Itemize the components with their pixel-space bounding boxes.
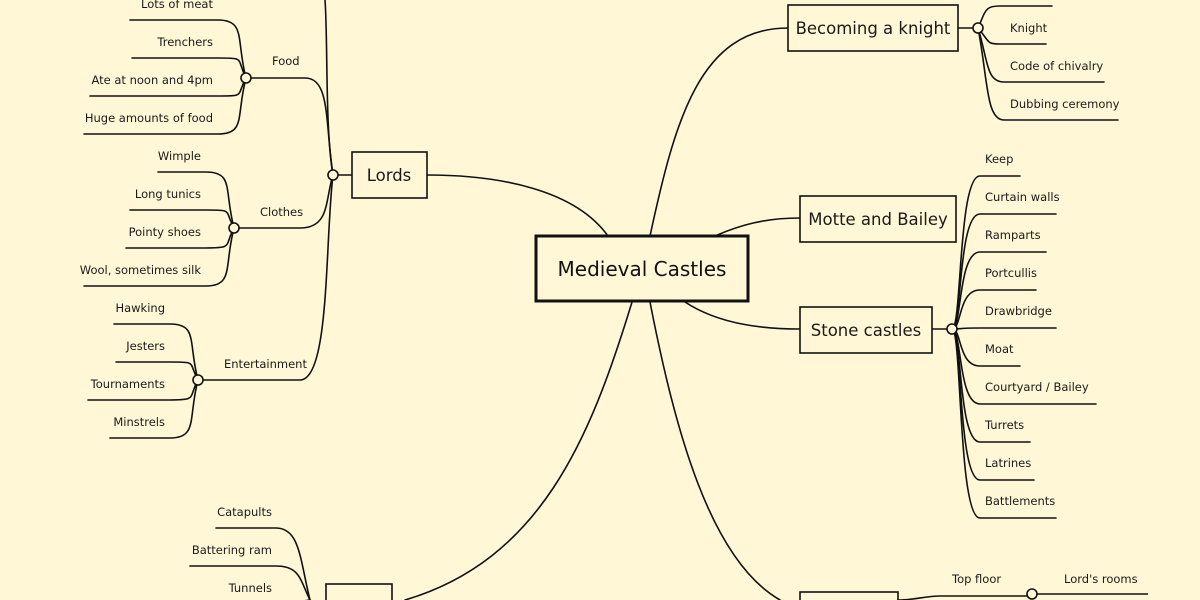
food-item: Trenchers — [156, 35, 213, 49]
stone-item: Keep — [985, 152, 1013, 166]
edge-central-knight — [649, 27, 789, 237]
knight-item: Code of chivalry — [1010, 59, 1103, 73]
stone-item: Turrets — [984, 418, 1024, 432]
food-knot[interactable] — [240, 72, 252, 84]
lords-label: Lords — [367, 166, 412, 185]
knight-item: Dubbing ceremony — [1010, 97, 1120, 111]
edge-central-motte — [714, 217, 801, 237]
edge-clothes-1 — [157, 171, 235, 229]
knight-node[interactable]: Becoming a knight — [787, 4, 959, 52]
clothes-item: Wimple — [158, 149, 201, 163]
top-floor-knot[interactable] — [1026, 588, 1038, 600]
edge-lords-top — [324, 0, 334, 176]
stone-label: Stone castles — [811, 321, 921, 340]
siege-item: Tunnels — [228, 581, 272, 595]
knight-label: Becoming a knight — [796, 19, 951, 38]
edge-knight-3 — [977, 27, 1119, 121]
edge-lords-entertainment — [197, 174, 334, 381]
edge-food-1 — [129, 19, 247, 79]
central-label: Medieval Castles — [558, 257, 727, 281]
stone-item: Battlements — [985, 494, 1055, 508]
entertainment-group: Entertainment Hawking Jesters Tournament… — [87, 301, 307, 439]
motte-box[interactable] — [799, 195, 957, 243]
edge-central-siege — [404, 301, 633, 600]
siege-item: Catapults — [217, 505, 272, 519]
lords-node[interactable]: Lords — [351, 151, 428, 199]
entertainment-knot[interactable] — [192, 374, 204, 386]
stone-item: Curtain walls — [985, 190, 1060, 204]
edge-lords-clothes — [234, 174, 334, 229]
clothes-item: Pointy shoes — [129, 225, 201, 239]
edge-central-stone — [684, 301, 801, 330]
entertainment-item: Hawking — [115, 301, 165, 315]
edge-clothes-4 — [83, 227, 235, 287]
entertainment-item: Jesters — [125, 339, 165, 353]
stone-knot[interactable] — [946, 323, 958, 335]
stone-box[interactable] — [799, 306, 933, 354]
clothes-knot[interactable] — [228, 222, 240, 234]
food-label: Food — [272, 54, 300, 68]
clothes-item: Long tunics — [135, 187, 201, 201]
food-item: Lots of meat — [141, 0, 213, 11]
edge-food-2 — [131, 57, 247, 79]
central-connectors — [404, 27, 801, 600]
edge-ent-4 — [109, 379, 199, 439]
stone-item: Ramparts — [985, 228, 1041, 242]
entertainment-item: Tournaments — [90, 377, 165, 391]
food-item: Ate at noon and 4pm — [91, 73, 213, 87]
stone-item: Latrines — [985, 456, 1031, 470]
food-item: Huge amounts of food — [85, 111, 213, 125]
lords-box[interactable] — [351, 151, 428, 199]
motte-node[interactable]: Motte and Bailey — [799, 195, 957, 243]
clothes-item: Wool, sometimes silk — [80, 263, 202, 277]
stone-branch: Stone castles Keep Curtain walls Rampart… — [799, 152, 1097, 519]
stone-item: Portcullis — [985, 266, 1037, 280]
stone-node[interactable]: Stone castles — [799, 306, 933, 354]
siege-item: Battering ram — [192, 543, 272, 557]
siege-branch: Catapults Battering ram Tunnels — [189, 505, 393, 600]
knight-knot[interactable] — [972, 22, 984, 34]
rooms-branch: Top floor Lord's rooms — [799, 572, 1148, 600]
knight-item: Knight — [1010, 21, 1048, 35]
stone-item: Moat — [985, 342, 1014, 356]
siege-box[interactable] — [325, 583, 393, 600]
motte-label: Motte and Bailey — [808, 210, 948, 229]
stone-item: Courtyard / Bailey — [985, 380, 1089, 394]
central-box[interactable] — [534, 234, 750, 303]
food-group: Food Lots of meat Trenchers Ate at noon … — [83, 0, 300, 135]
central-topic[interactable]: Medieval Castles — [534, 234, 750, 303]
edge-lords-food — [247, 77, 334, 176]
edge-central-rooms — [649, 301, 781, 600]
edge-central-lords — [426, 174, 609, 237]
edge-rooms-topfloor — [897, 595, 1031, 600]
edge-knight-2 — [977, 27, 1105, 83]
lords-knot[interactable] — [327, 169, 339, 181]
knight-branch: Becoming a knight Knight Code of chivalr… — [787, 4, 1120, 121]
lords-rooms-label: Lord's rooms — [1064, 572, 1138, 586]
entertainment-label: Entertainment — [224, 357, 307, 371]
edge-stone-item — [951, 327, 1057, 330]
stone-item: Drawbridge — [985, 304, 1052, 318]
edge-siege-2 — [189, 565, 311, 600]
edge-food-4 — [83, 77, 247, 135]
clothes-group: Clothes Wimple Long tunics Pointy shoes … — [80, 149, 303, 287]
top-floor-label: Top floor — [951, 572, 1001, 586]
rooms-box[interactable] — [799, 591, 899, 600]
edge-siege-1 — [215, 527, 311, 600]
clothes-label: Clothes — [260, 205, 303, 219]
entertainment-item: Minstrels — [113, 415, 165, 429]
edge-ent-1 — [113, 323, 199, 381]
edge-stone-item — [951, 328, 1057, 519]
lords-branch: Lords Food Lots of meat Trenchers Ate at… — [80, 0, 428, 439]
